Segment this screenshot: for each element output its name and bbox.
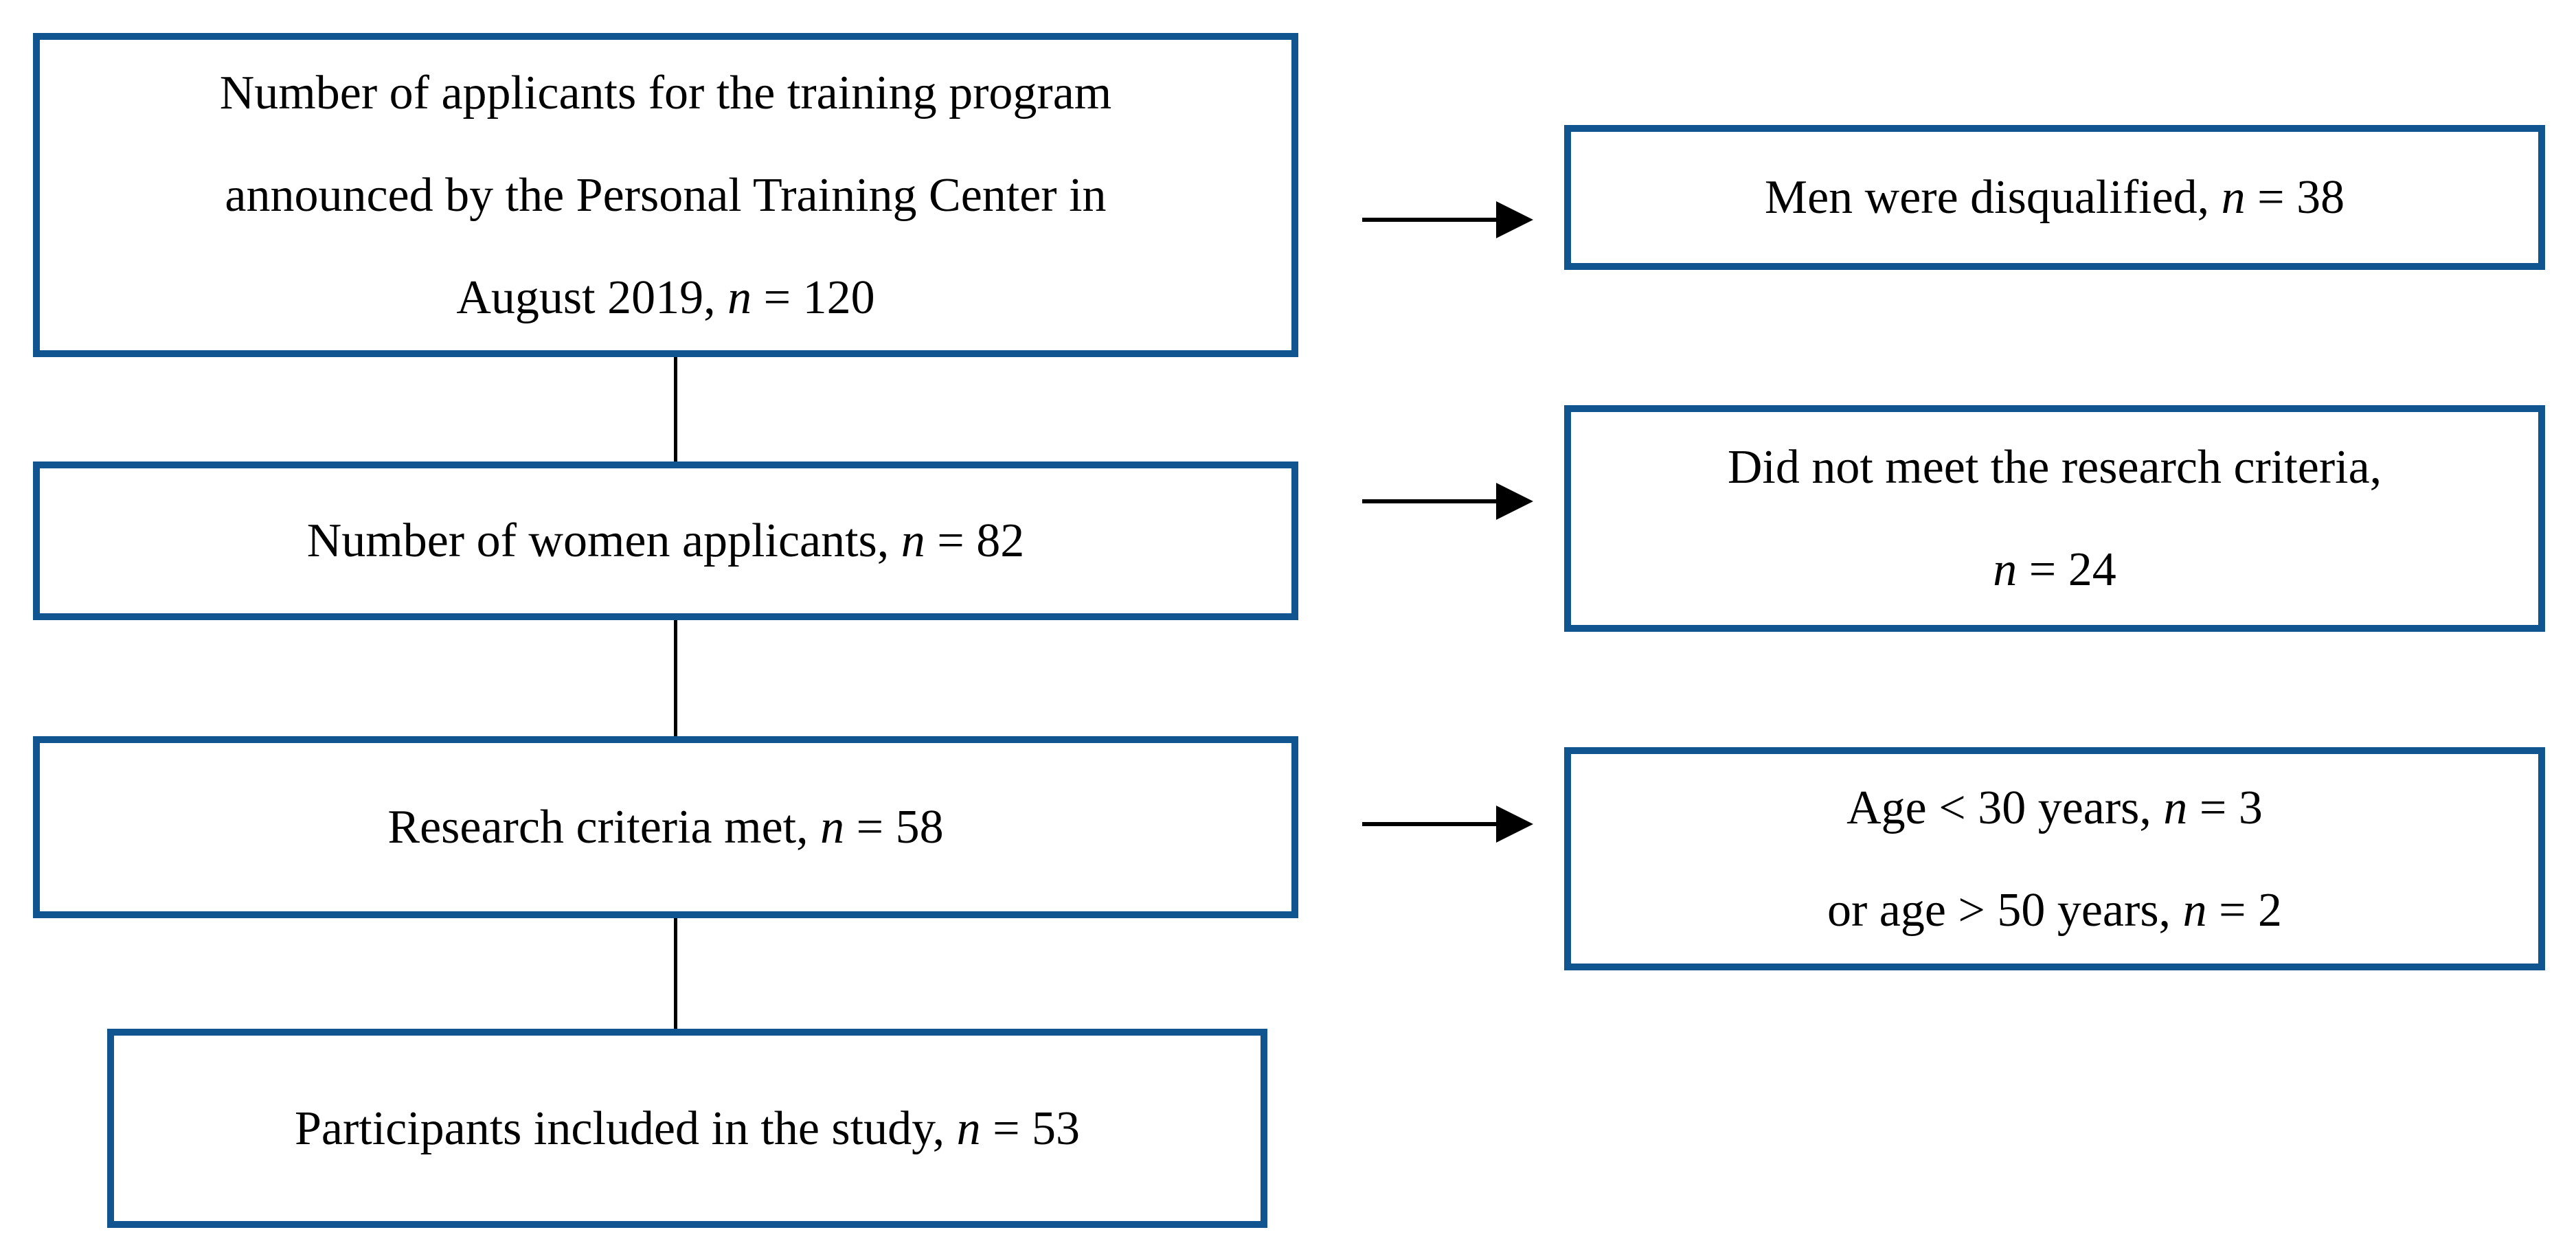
n-symbol: n: [2221, 171, 2246, 224]
box-men-disqualified: Men were disqualified, n = 38: [1564, 125, 2545, 270]
n-value: = 3: [2187, 781, 2263, 834]
box-age-excluded: Age < 30 years, n = 3 or age > 50 years,…: [1564, 747, 2545, 970]
box-line: or age > 50 years, n = 2: [1827, 884, 2282, 937]
label-text: Number of women applicants,: [306, 514, 901, 567]
label-text: or age > 50 years,: [1827, 883, 2183, 937]
box-line: n = 24: [1993, 543, 2116, 596]
label-text: August 2019,: [456, 271, 728, 324]
box-line: August 2019, n = 120: [456, 271, 874, 324]
box-line: Participants included in the study, n = …: [295, 1102, 1080, 1155]
label-text: Age < 30 years,: [1846, 781, 2164, 834]
n-value: = 38: [2245, 171, 2345, 224]
flow-arrow-icon: [1362, 806, 1533, 843]
box-line: announced by the Personal Training Cente…: [225, 169, 1106, 222]
label-text: Participants included in the study,: [294, 1102, 957, 1155]
box-did-not-meet-criteria: Did not meet the research criteria, n = …: [1564, 405, 2545, 632]
n-symbol: n: [2163, 781, 2188, 834]
n-value: = 24: [2017, 543, 2116, 596]
n-value: = 58: [844, 801, 944, 854]
box-participants-included: Participants included in the study, n = …: [107, 1029, 1267, 1228]
box-line: Men were disqualified, n = 38: [1765, 171, 2345, 224]
n-symbol: n: [901, 514, 925, 567]
label-text: Number of applicants for the training pr…: [219, 66, 1112, 119]
n-value: = 82: [925, 514, 1025, 567]
label-text: announced by the Personal Training Cente…: [225, 168, 1107, 222]
label-text: Men were disqualified,: [1764, 171, 2222, 224]
box-line: Did not meet the research criteria,: [1728, 441, 2382, 494]
box-line: Research criteria met, n = 58: [387, 801, 943, 854]
n-symbol: n: [820, 801, 845, 854]
label-text: Research criteria met,: [387, 801, 821, 854]
label-text: Did not meet the research criteria,: [1727, 441, 2382, 494]
box-line: Age < 30 years, n = 3: [1846, 782, 2263, 834]
n-value: = 120: [752, 271, 875, 324]
n-symbol: n: [2182, 883, 2207, 937]
box-total-applicants: Number of applicants for the training pr…: [33, 33, 1298, 357]
n-symbol: n: [1993, 543, 2018, 596]
connector-line: [674, 918, 677, 1029]
n-symbol: n: [727, 271, 752, 324]
box-line: Number of women applicants, n = 82: [307, 514, 1025, 567]
n-symbol: n: [956, 1102, 981, 1155]
flow-arrow-icon: [1362, 483, 1533, 520]
box-research-criteria-met: Research criteria met, n = 58: [33, 736, 1298, 918]
n-value: = 53: [980, 1102, 1081, 1155]
connector-line: [674, 357, 677, 461]
connector-line: [674, 620, 677, 736]
n-value: = 2: [2206, 883, 2283, 937]
box-line: Number of applicants for the training pr…: [220, 67, 1112, 119]
box-women-applicants: Number of women applicants, n = 82: [33, 461, 1298, 620]
flow-arrow-icon: [1362, 201, 1533, 238]
